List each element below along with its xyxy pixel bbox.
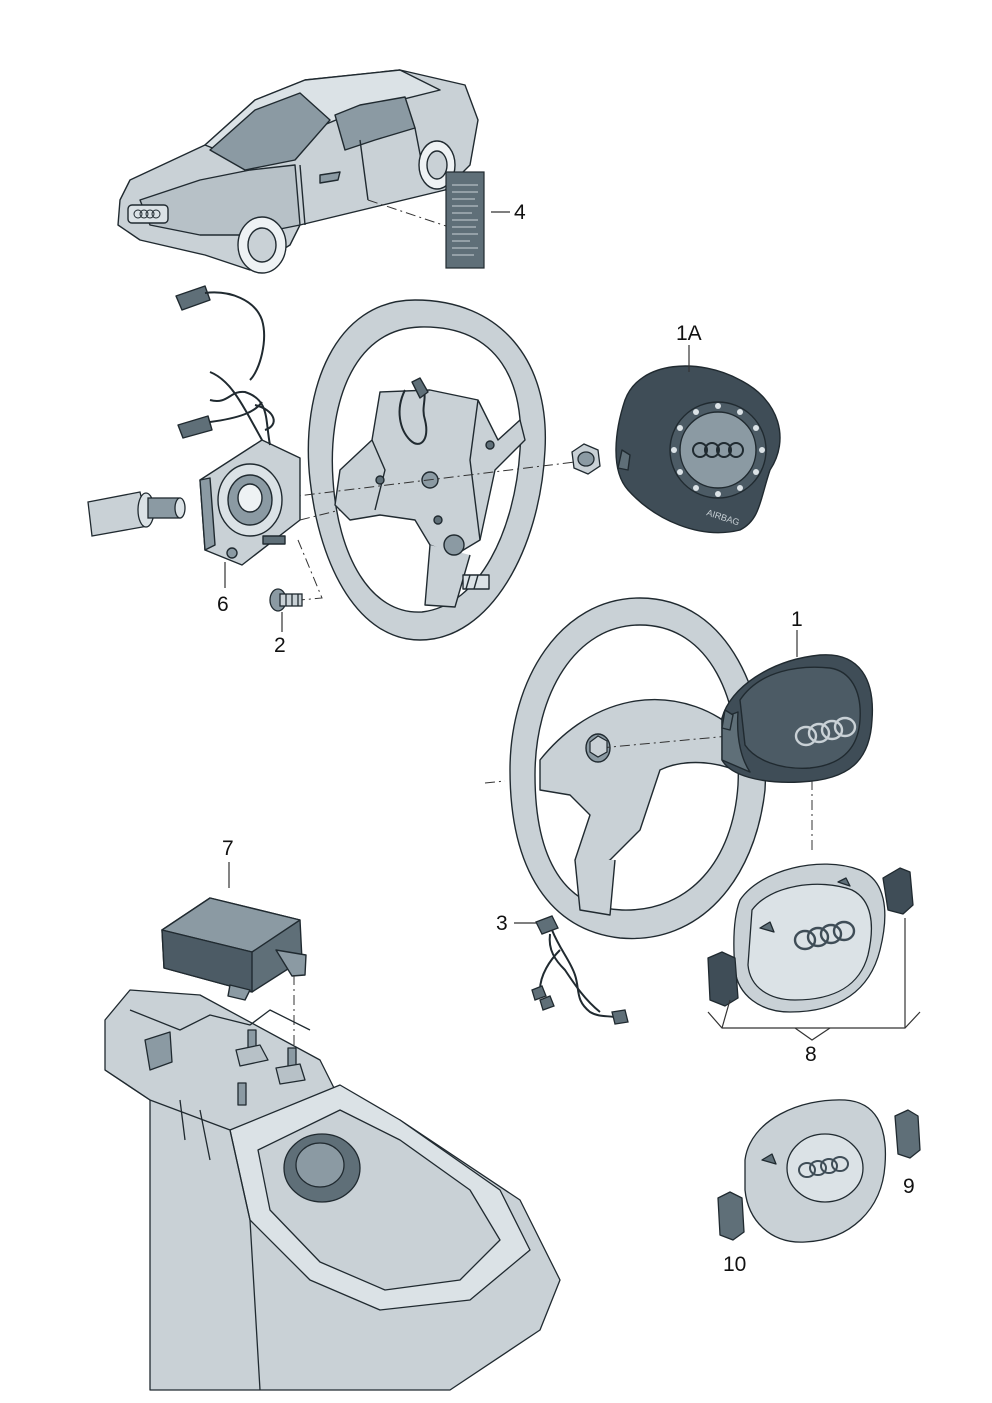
steering-wheel-lower-nut xyxy=(589,735,608,758)
callout-10: 10 xyxy=(723,1253,746,1276)
car-badge-logo xyxy=(133,209,161,219)
steering-wheel-lower xyxy=(509,597,767,940)
callout-bracket-8 xyxy=(707,918,921,1041)
screw-part xyxy=(269,588,303,612)
callout-6: 6 xyxy=(217,593,229,616)
airbag-module-9-10 xyxy=(717,1099,921,1243)
callout-3: 3 xyxy=(496,912,508,935)
clock-spring-assembly xyxy=(175,285,301,566)
airbag-1a-rings-logo xyxy=(692,442,744,458)
airbag-module-1 xyxy=(721,654,874,783)
center-console xyxy=(104,989,561,1391)
airbag-control-unit xyxy=(161,897,307,1001)
airbag-module-1a: AIRBAG xyxy=(615,365,781,534)
callout-9: 9 xyxy=(903,1175,915,1198)
wiring-harness xyxy=(531,915,629,1025)
callout-2: 2 xyxy=(274,634,286,657)
callout-1: 1 xyxy=(791,608,803,631)
airbag-module-8 xyxy=(707,863,914,1013)
airbag-9-10-rings-logo xyxy=(798,1156,849,1178)
leader-lines-upper xyxy=(264,461,576,601)
steering-wheel-nut xyxy=(571,443,601,475)
airbag-warning-label-sticker xyxy=(445,171,485,269)
callout-7: 7 xyxy=(222,837,234,860)
console-mounting-studs xyxy=(235,1029,306,1106)
car-illustration xyxy=(117,69,479,274)
steering-column-shaft xyxy=(87,491,186,537)
callout-4: 4 xyxy=(514,201,526,224)
leader-line-car-label xyxy=(367,199,447,227)
leader-lines-lower xyxy=(484,734,813,850)
airbag-8-rings-logo xyxy=(793,920,856,951)
steering-wheel-upper xyxy=(307,299,546,641)
airbag-1-rings-logo xyxy=(794,716,857,747)
callout-8: 8 xyxy=(805,1043,817,1066)
callout-1a: 1A xyxy=(676,322,702,345)
